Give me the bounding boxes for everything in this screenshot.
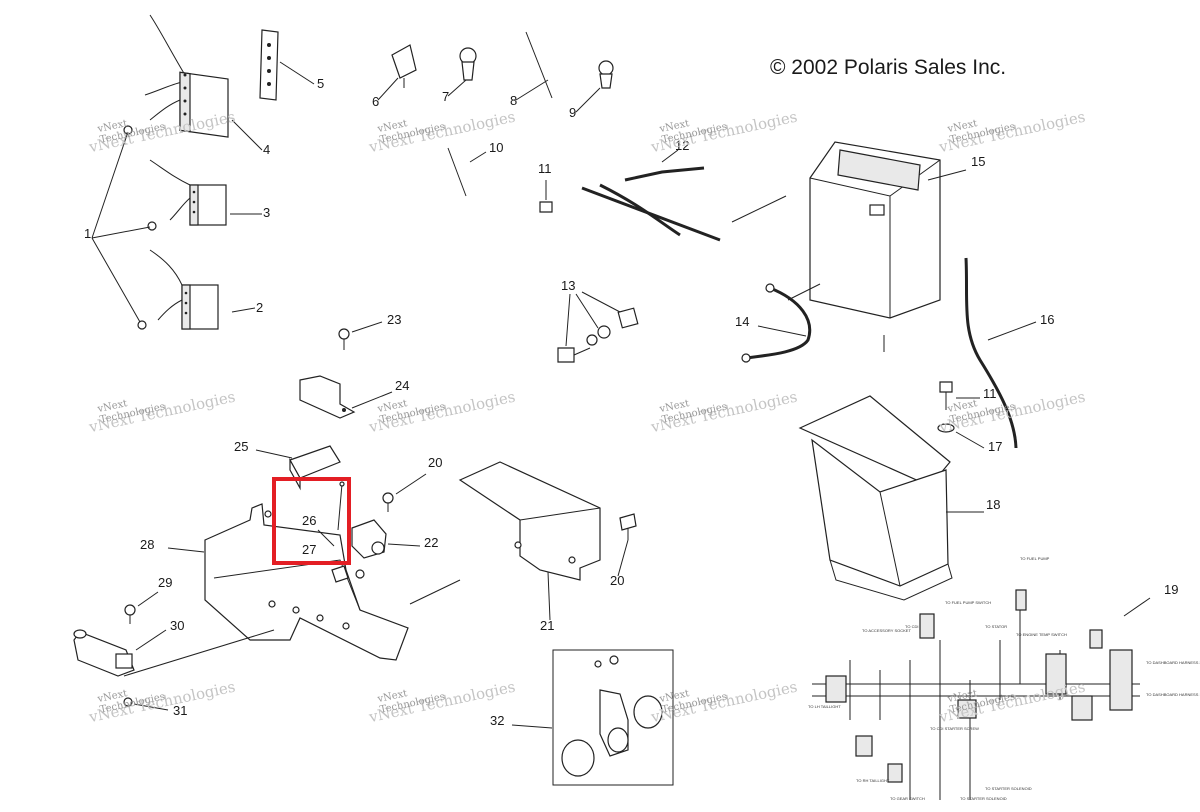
svg-text:TO STARTER SOLENOID: TO STARTER SOLENOID bbox=[985, 786, 1032, 791]
hardware-13 bbox=[557, 291, 639, 363]
svg-text:TO CDI: TO CDI bbox=[905, 624, 918, 629]
screws-1 bbox=[91, 119, 263, 330]
callout-1: 1 bbox=[84, 226, 91, 241]
solenoid-22 bbox=[351, 519, 421, 559]
cover-21 bbox=[458, 461, 601, 621]
svg-text:TO STATOR: TO STATOR bbox=[985, 624, 1007, 629]
svg-text:TO ACCESSORY SOCKET: TO ACCESSORY SOCKET bbox=[862, 628, 911, 633]
svg-text:TO DASHBOARD HARNESS 2: TO DASHBOARD HARNESS 2 bbox=[1146, 660, 1200, 665]
bolt-20a bbox=[382, 473, 427, 512]
washer-17 bbox=[937, 423, 985, 449]
callout-5: 5 bbox=[317, 76, 324, 91]
support-bar-12 bbox=[581, 149, 787, 242]
callout-21: 21 bbox=[540, 618, 554, 633]
svg-text:TO STARTER SOLENOID: TO STARTER SOLENOID bbox=[960, 796, 1007, 801]
callout-6: 6 bbox=[372, 94, 379, 109]
callout-26: 26 bbox=[302, 513, 316, 528]
coil-guide-line bbox=[123, 629, 275, 677]
bolt-11b bbox=[939, 381, 980, 410]
clip-7 bbox=[447, 47, 477, 97]
callout-12: 12 bbox=[675, 138, 689, 153]
callout-11: 11 bbox=[538, 161, 552, 176]
bracket-5 bbox=[259, 29, 315, 101]
callout-30: 30 bbox=[170, 618, 184, 633]
callout-25: 25 bbox=[234, 439, 248, 454]
callout-31: 31 bbox=[173, 703, 187, 718]
callout-14: 14 bbox=[735, 314, 749, 329]
callout-10: 10 bbox=[489, 140, 503, 155]
screw-31 bbox=[123, 697, 169, 711]
callout-9: 9 bbox=[569, 105, 576, 120]
callout-16: 16 bbox=[1040, 312, 1054, 327]
bracket-24 bbox=[299, 375, 393, 419]
callout-13: 13 bbox=[561, 278, 575, 293]
callout-27: 27 bbox=[302, 542, 316, 557]
svg-text:TO LH TAILLIGHT: TO LH TAILLIGHT bbox=[808, 704, 841, 709]
highlight-box bbox=[272, 477, 351, 565]
callout-8: 8 bbox=[510, 93, 517, 108]
bolt-29 bbox=[124, 591, 159, 624]
callout-7: 7 bbox=[442, 89, 449, 104]
wiring-harness-19: TO FUEL PUMP TO FUEL PUMP SWITCH TO STAT… bbox=[808, 556, 1200, 801]
callout-19: 19 bbox=[1164, 582, 1178, 597]
svg-text:TO RH TAILLIGHT: TO RH TAILLIGHT bbox=[856, 778, 890, 783]
svg-text:TO ENGINE TEMP SWITCH: TO ENGINE TEMP SWITCH bbox=[1016, 632, 1067, 637]
bolt-11 bbox=[539, 180, 553, 213]
callout-29: 29 bbox=[158, 575, 172, 590]
callout-11b: 11 bbox=[983, 386, 997, 401]
rod-8 bbox=[515, 31, 553, 101]
svg-text:TO CDI STARTER SCREW: TO CDI STARTER SCREW bbox=[930, 726, 979, 731]
callout-28: 28 bbox=[140, 537, 154, 552]
callout-20b: 20 bbox=[610, 573, 624, 588]
fasteners-26-27 bbox=[317, 481, 365, 583]
svg-text:TO FUEL PUMP SWITCH: TO FUEL PUMP SWITCH bbox=[945, 600, 991, 605]
mounting-plate-28 bbox=[167, 503, 461, 661]
bolt-20b bbox=[617, 513, 637, 577]
svg-text:TO DASHBOARD HARNESS 1: TO DASHBOARD HARNESS 1 bbox=[1146, 692, 1200, 697]
cable-14 bbox=[741, 283, 821, 363]
callout-24: 24 bbox=[395, 378, 409, 393]
callout-20: 20 bbox=[428, 455, 442, 470]
callout-32: 32 bbox=[490, 713, 504, 728]
callout-23: 23 bbox=[387, 312, 401, 327]
svg-text:TO FUEL PUMP: TO FUEL PUMP bbox=[1020, 556, 1050, 561]
battery-15 bbox=[809, 141, 967, 319]
battery-box-18 bbox=[798, 395, 984, 601]
clip-6 bbox=[377, 44, 417, 101]
callout-2: 2 bbox=[256, 300, 263, 315]
callout-15: 15 bbox=[971, 154, 985, 169]
tie-10 bbox=[447, 147, 487, 197]
callout-22: 22 bbox=[424, 535, 438, 550]
bolt-23 bbox=[338, 321, 383, 350]
svg-text:TO GEAR SWITCH: TO GEAR SWITCH bbox=[890, 796, 925, 801]
coil-30 bbox=[73, 629, 167, 677]
callout-17: 17 bbox=[988, 439, 1002, 454]
callout-3: 3 bbox=[263, 205, 270, 220]
kit-32 bbox=[511, 649, 674, 786]
copyright-text: © 2002 Polaris Sales Inc. bbox=[770, 56, 1007, 79]
regulator-2 bbox=[149, 249, 219, 330]
callout-18: 18 bbox=[986, 497, 1000, 512]
regulator-3 bbox=[149, 159, 227, 226]
relay-25 bbox=[255, 445, 341, 491]
clip-9 bbox=[575, 60, 614, 113]
regulator-4 bbox=[144, 14, 229, 138]
callout-4: 4 bbox=[263, 142, 270, 157]
vent-hose-16 bbox=[964, 257, 1037, 449]
